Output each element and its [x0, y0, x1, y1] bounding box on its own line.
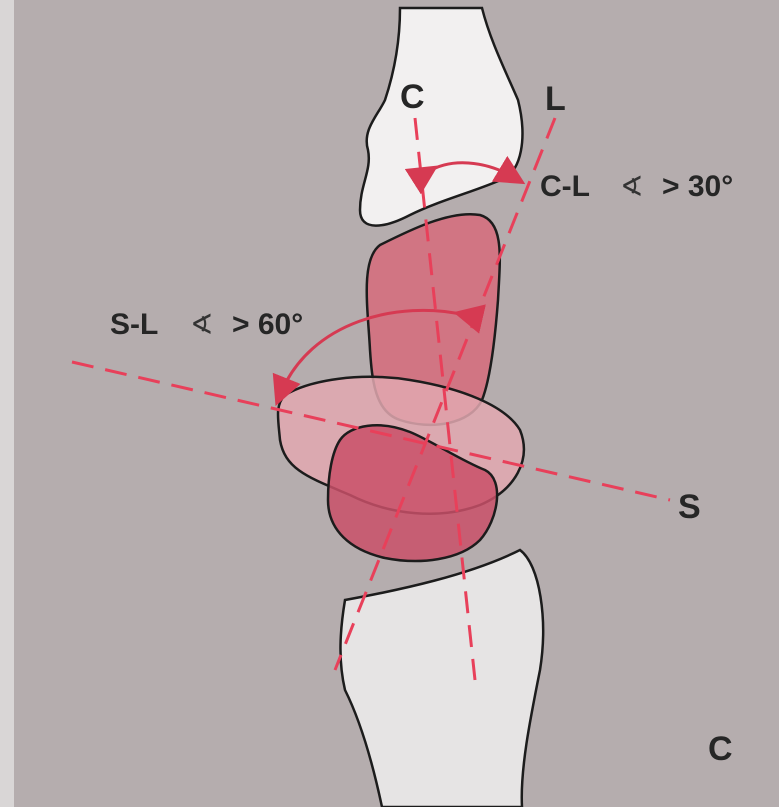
cl-angle-symbol: ∢	[620, 171, 643, 202]
sl-angle-value: > 60°	[232, 308, 303, 341]
left-edge-strip	[0, 0, 14, 807]
sl-angle-prefix: S-L	[110, 308, 158, 341]
cl-angle-value: > 30°	[662, 170, 733, 203]
panel-label: C	[708, 730, 733, 768]
sl-angle-symbol: ∢	[190, 309, 213, 340]
cl-angle-prefix: C-L	[540, 170, 590, 203]
lunate-axis-label: L	[545, 80, 566, 118]
capitate-axis-label: C	[400, 78, 425, 116]
scaphoid-axis-label: S	[678, 488, 701, 526]
